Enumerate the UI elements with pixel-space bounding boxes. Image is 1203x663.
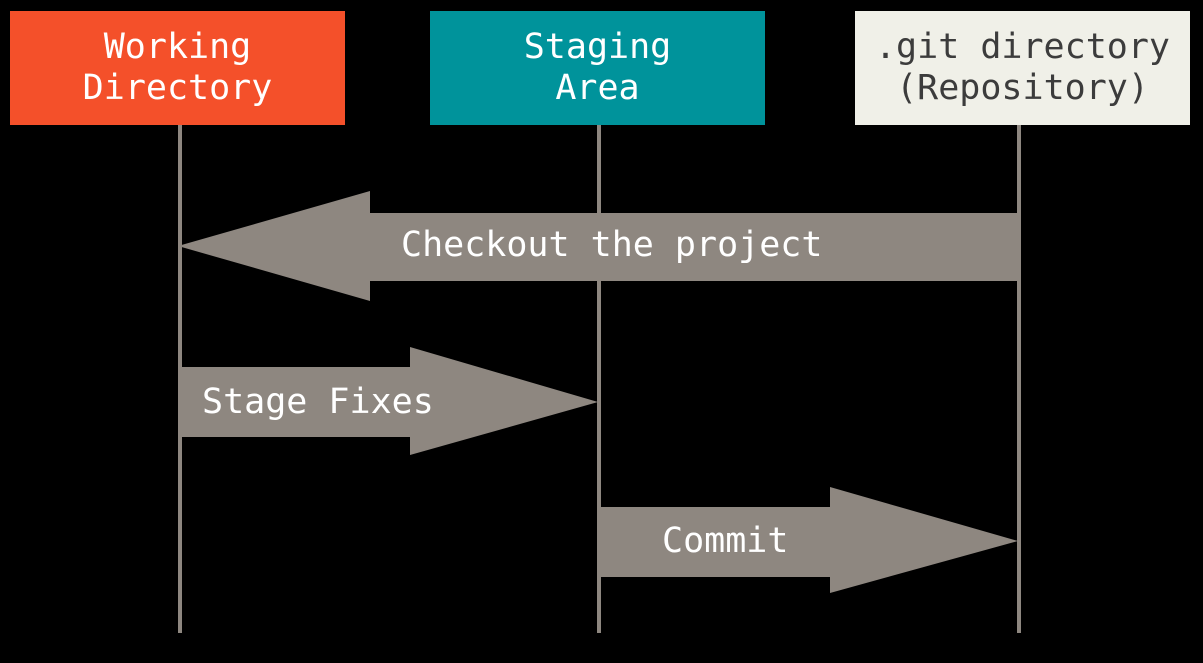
arrow-checkout-label: Checkout the project xyxy=(401,225,823,265)
area-box-working-directory-line2: Directory xyxy=(82,68,273,108)
area-box-staging-area-line2: Area xyxy=(555,68,640,108)
area-box-working-directory-line1: Working xyxy=(103,26,252,67)
arrow-commit-shape xyxy=(598,487,1018,593)
area-box-git-directory-line2: (Repository) xyxy=(896,68,1149,108)
arrow-stage-fixes-label: Stage Fixes xyxy=(202,382,434,422)
lifeline-git-directory xyxy=(1017,125,1021,633)
area-box-git-directory: .git directory (Repository) xyxy=(855,11,1190,125)
arrow-checkout-shape xyxy=(178,191,1018,301)
area-box-staging-area: Staging Area xyxy=(430,11,765,125)
arrow-commit-label: Commit xyxy=(662,521,789,561)
arrow-stage-fixes-shape xyxy=(178,347,598,455)
lifeline-staging-area xyxy=(597,125,601,633)
area-box-staging-area-line1: Staging xyxy=(523,26,672,67)
area-box-git-directory-line1: .git directory xyxy=(874,26,1170,67)
area-box-working-directory: Working Directory xyxy=(10,11,345,125)
